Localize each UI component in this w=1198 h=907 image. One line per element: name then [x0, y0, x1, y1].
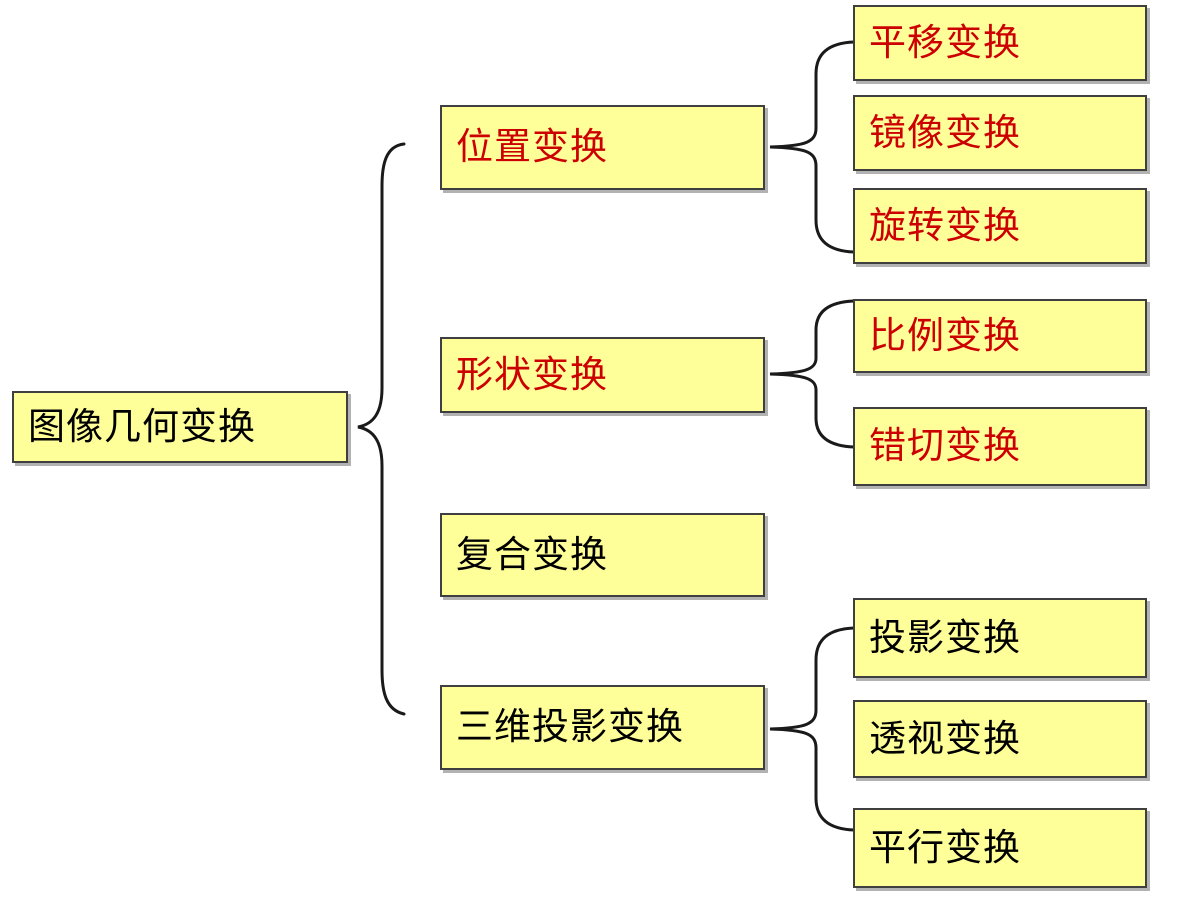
- node-parallel[interactable]: 平行变换: [853, 808, 1147, 888]
- node-composite-label: 复合变换: [456, 534, 608, 576]
- node-shear[interactable]: 错切变换: [853, 407, 1147, 486]
- node-root-label: 图像几何变换: [28, 406, 256, 448]
- node-translation-label: 平移变换: [869, 22, 1021, 64]
- node-scaling[interactable]: 比例变换: [853, 299, 1147, 373]
- node-parallel-label: 平行变换: [869, 827, 1021, 869]
- node-shape-label: 形状变换: [456, 354, 608, 396]
- node-mirror[interactable]: 镜像变换: [853, 95, 1147, 171]
- brace-projection: [769, 626, 856, 832]
- node-perspective[interactable]: 透视变换: [853, 700, 1147, 778]
- node-projection[interactable]: 三维投影变换: [440, 685, 765, 770]
- node-root[interactable]: 图像几何变换: [12, 391, 348, 463]
- node-projection-transform[interactable]: 投影变换: [853, 598, 1147, 678]
- node-shape[interactable]: 形状变换: [440, 337, 765, 413]
- brace-root: [357, 142, 406, 716]
- node-composite[interactable]: 复合变换: [440, 513, 765, 597]
- node-position-label: 位置变换: [456, 127, 608, 168]
- node-projection-transform-label: 投影变换: [869, 617, 1021, 659]
- node-position[interactable]: 位置变换: [440, 105, 765, 190]
- node-scaling-label: 比例变换: [869, 315, 1021, 357]
- node-rotation[interactable]: 旋转变换: [853, 188, 1147, 264]
- node-shear-label: 错切变换: [869, 426, 1021, 467]
- brace-position: [769, 40, 856, 254]
- node-rotation-label: 旋转变换: [869, 205, 1021, 247]
- brace-shape: [769, 299, 856, 449]
- node-translation[interactable]: 平移变换: [853, 5, 1147, 81]
- node-projection-label: 三维投影变换: [456, 707, 684, 748]
- node-perspective-label: 透视变换: [869, 718, 1021, 760]
- node-mirror-label: 镜像变换: [869, 112, 1021, 154]
